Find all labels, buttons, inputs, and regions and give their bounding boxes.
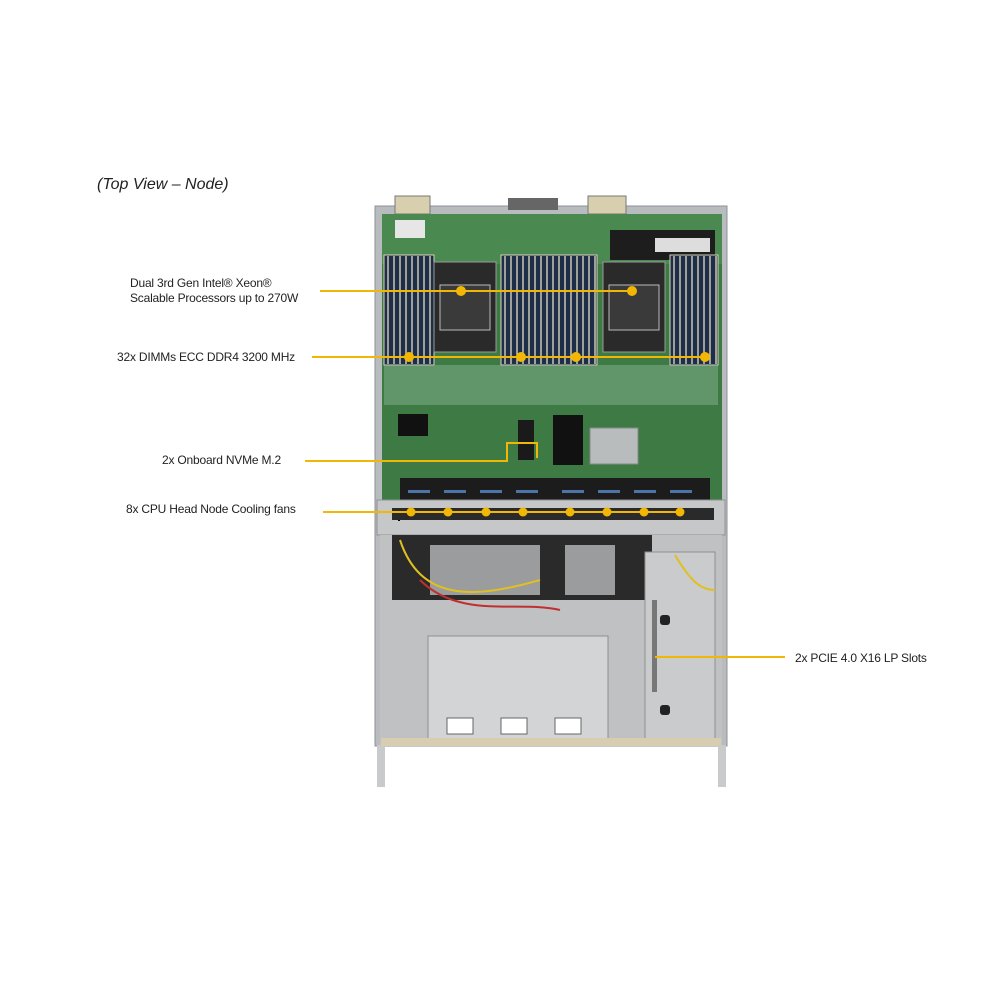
callout-processors-line2: Scalable Processors up to 270W xyxy=(130,291,299,305)
chipset-heatsink xyxy=(589,427,639,465)
dimm-bank-left xyxy=(383,254,435,366)
rear-connector xyxy=(394,195,431,215)
m2-slot xyxy=(518,420,534,460)
chassis-rails xyxy=(377,745,385,787)
callout-processors-line1: Dual 3rd Gen Intel® Xeon® xyxy=(130,276,272,290)
callout-nvme: 2x Onboard NVMe M.2 xyxy=(162,453,281,467)
callout-processors: Dual 3rd Gen Intel® Xeon® Scalable Proce… xyxy=(130,276,298,306)
fan-row-upper xyxy=(400,478,710,500)
dimm-bank-right xyxy=(669,254,719,366)
callout-dots xyxy=(404,286,710,517)
callout-lines xyxy=(305,290,785,658)
diagram-title: (Top View – Node) xyxy=(97,176,229,193)
callout-dimms: 32x DIMMs ECC DDR4 3200 MHz xyxy=(117,350,295,364)
callout-fans: 8x CPU Head Node Cooling fans xyxy=(126,502,296,516)
callout-pcie: 2x PCIE 4.0 X16 LP Slots xyxy=(795,651,927,665)
